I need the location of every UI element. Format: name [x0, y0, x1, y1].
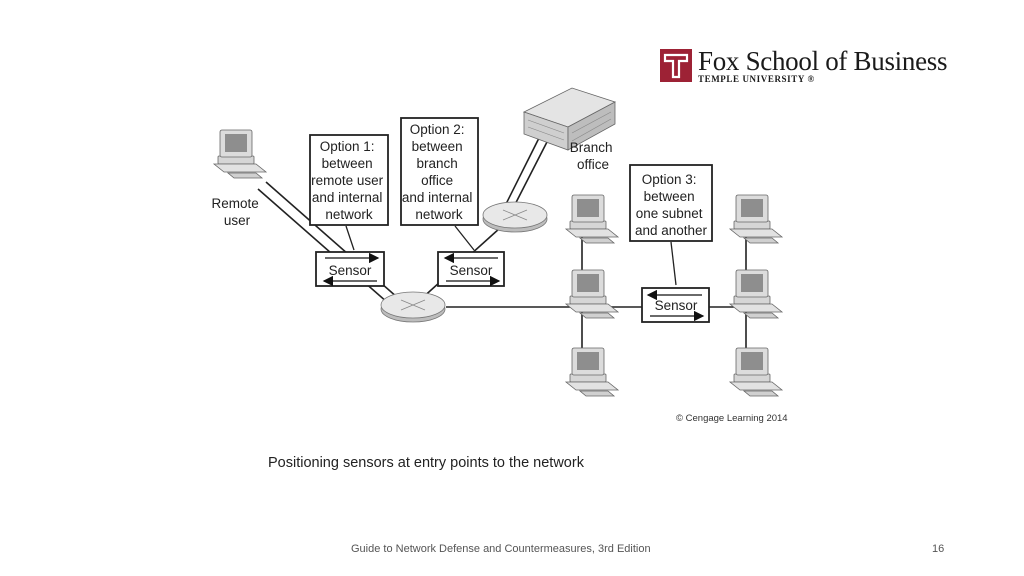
option1-box: Option 1: between remote user and intern…	[309, 134, 389, 226]
remote-user-label: Remote user	[211, 196, 262, 228]
subnet1-computer-bottom-icon	[565, 347, 619, 397]
fox-school-logo: Fox School of Business TEMPLE UNIVERSITY…	[660, 46, 950, 88]
svg-text:Sensor: Sensor	[329, 263, 372, 278]
branch-office-building-icon	[522, 87, 617, 151]
option-pointers	[345, 225, 677, 286]
svg-text:Option 1: between: Option 1: between remote user and intern…	[311, 139, 387, 222]
copyright-note: © Cengage Learning 2014	[676, 413, 788, 424]
svg-text:Sensor: Sensor	[655, 298, 698, 313]
option2-box: Option 2: between branch office and inte…	[400, 117, 479, 226]
branch-hub-icon	[482, 201, 548, 233]
page-number: 16	[932, 543, 945, 555]
logo-school-name: Fox School of Business	[698, 46, 948, 76]
subnet1-computer-middle-icon	[565, 269, 619, 319]
subnet2-computer-bottom-icon	[729, 347, 783, 397]
sensor-3: Sensor	[641, 287, 710, 323]
branch-office-label: Branch office	[570, 140, 617, 172]
remote-user-computer-icon	[213, 129, 267, 179]
option3-box: Option 3: between one subnet and another	[629, 164, 713, 242]
subnet2-computer-top-icon	[729, 194, 783, 244]
sensor-2: Sensor	[437, 251, 505, 287]
internal-hub-icon	[380, 291, 446, 323]
svg-text:Sensor: Sensor	[450, 263, 493, 278]
svg-text:Option 2: between: Option 2: between branch office and inte…	[402, 122, 476, 222]
temple-t-icon	[660, 49, 692, 82]
footer-title: Guide to Network Defense and Countermeas…	[351, 543, 651, 555]
figure-caption: Positioning sensors at entry points to t…	[268, 455, 584, 471]
sensor-1: Sensor	[315, 251, 385, 287]
svg-text:Option 3: between: Option 3: between one subnet and another	[635, 172, 708, 238]
subnet1-computer-top-icon	[565, 194, 619, 244]
logo-university-name: TEMPLE UNIVERSITY ®	[698, 74, 815, 83]
subnet2-computer-middle-icon	[729, 269, 783, 319]
